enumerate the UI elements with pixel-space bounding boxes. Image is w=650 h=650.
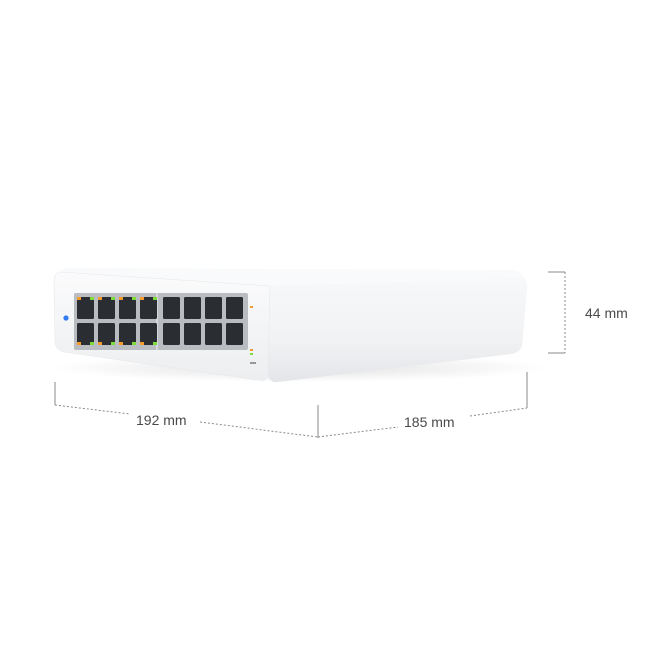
- port-legend-icon: [250, 306, 256, 364]
- ethernet-port: [98, 323, 115, 345]
- ethernet-port: [119, 297, 136, 319]
- ports-group: [77, 297, 243, 345]
- ethernet-port: [184, 323, 201, 345]
- width-dimension-line-left: [54, 404, 131, 415]
- width-dimension-line-right: [199, 421, 319, 438]
- led-amber-icon: [119, 297, 123, 300]
- led-amber-icon: [98, 342, 102, 345]
- led-green-icon: [132, 297, 136, 300]
- led-green-icon: [90, 342, 94, 345]
- depth-label: 185 mm: [404, 414, 455, 430]
- led-amber-icon: [119, 342, 123, 345]
- ethernet-port: [184, 297, 201, 319]
- height-ticks: [548, 271, 565, 354]
- width-label: 192 mm: [136, 412, 187, 428]
- led-amber-icon: [140, 342, 144, 345]
- status-led-icon: [63, 315, 69, 321]
- device-top-face: [60, 268, 524, 286]
- ethernet-port: [163, 297, 180, 319]
- ethernet-port: [77, 323, 94, 345]
- ethernet-port: [205, 323, 222, 345]
- led-green-icon: [111, 342, 115, 345]
- ethernet-port: [140, 297, 157, 319]
- led-green-icon: [90, 297, 94, 300]
- led-amber-icon: [98, 297, 102, 300]
- led-amber-icon: [77, 297, 81, 300]
- led-green-icon: [153, 342, 157, 345]
- dimension-lines: [54, 271, 566, 438]
- ethernet-port: [140, 323, 157, 345]
- device-side-face: [268, 278, 528, 383]
- port-panel: [74, 293, 248, 350]
- led-amber-icon: [140, 297, 144, 300]
- led-green-icon: [132, 342, 136, 345]
- ethernet-port: [226, 323, 243, 345]
- ethernet-port: [77, 297, 94, 319]
- led-green-icon: [153, 297, 157, 300]
- depth-dimension-line-left: [317, 426, 399, 438]
- ethernet-port: [205, 297, 222, 319]
- ethernet-port: [98, 297, 115, 319]
- led-amber-icon: [77, 342, 81, 345]
- depth-dimension-line-right: [469, 407, 528, 417]
- ethernet-port: [163, 323, 180, 345]
- ethernet-port: [119, 323, 136, 345]
- height-label: 44 mm: [585, 305, 628, 321]
- led-green-icon: [111, 297, 115, 300]
- ethernet-port: [226, 297, 243, 319]
